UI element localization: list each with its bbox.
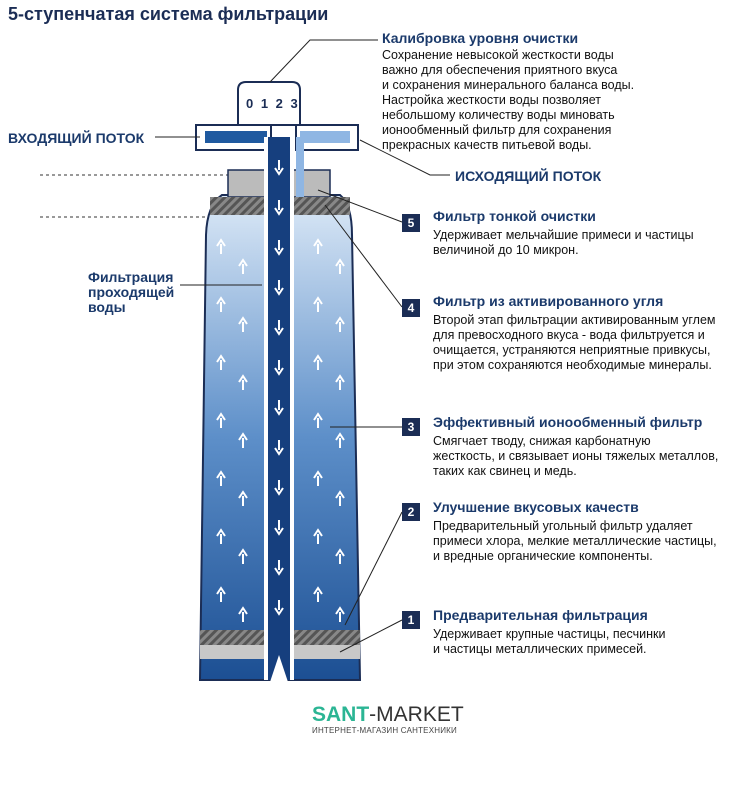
up-arrow-icon: [238, 374, 248, 390]
up-arrow-icon: [216, 412, 226, 428]
up-arrow-icon: [313, 528, 323, 544]
stage-text: Удерживает мельчайшие примеси и частицы …: [433, 228, 694, 257]
logo-brand-b: -MARKET: [369, 703, 464, 726]
up-arrow-icon: [335, 490, 345, 506]
up-arrow-icon: [313, 238, 323, 254]
up-arrow-icon: [216, 470, 226, 486]
up-arrow-icon: [238, 548, 248, 564]
page-title: 5-ступенчатая система фильтрации: [8, 4, 329, 24]
up-arrow-icon: [313, 470, 323, 486]
stage-text: Удерживает крупные частицы, песчинки и ч…: [433, 627, 666, 656]
up-arrow-icon: [335, 432, 345, 448]
up-arrow-icon: [216, 238, 226, 254]
up-arrow-icon: [216, 586, 226, 602]
up-arrow-icon: [238, 316, 248, 332]
up-arrow-icon: [335, 548, 345, 564]
down-arrow-icon: [274, 440, 284, 456]
up-arrow-icon: [216, 528, 226, 544]
up-arrow-icon: [335, 374, 345, 390]
logo-brand-a: SANT: [312, 703, 370, 726]
side-label: Фильтрация проходящей воды: [88, 269, 175, 315]
down-arrow-icon: [274, 280, 284, 296]
calibration-dial: 0 1 2 3: [246, 96, 300, 111]
down-arrow-icon: [274, 200, 284, 216]
stage-badge: 4: [402, 299, 420, 317]
down-arrow-icon: [274, 400, 284, 416]
down-arrow-icon: [274, 360, 284, 376]
stage-heading: Предварительная фильтрация: [433, 607, 648, 623]
stage-text: Предварительный угольный фильтр удаляет …: [433, 519, 717, 563]
up-arrow-icon: [335, 316, 345, 332]
down-arrow-icon: [274, 520, 284, 536]
up-arrow-icon: [313, 354, 323, 370]
down-arrow-icon: [274, 560, 284, 576]
stage-badge: 1: [402, 611, 420, 629]
inflow-label: ВХОДЯЩИЙ ПОТОК: [8, 130, 145, 146]
up-arrow-icon: [335, 606, 345, 622]
stage-heading: Эффективный ионообменный фильтр: [433, 414, 703, 430]
up-arrow-icon: [238, 490, 248, 506]
up-arrow-icon: [313, 586, 323, 602]
up-arrow-icon: [238, 432, 248, 448]
down-arrow-icon: [274, 600, 284, 616]
stage-text: Смягчает тводу, снижая карбонатную жестк…: [433, 434, 719, 478]
down-arrow-icon: [274, 160, 284, 176]
up-arrow-icon: [313, 412, 323, 428]
calibration-heading: Калибровка уровня очистки: [382, 30, 579, 46]
stage-badge: 3: [402, 418, 420, 436]
up-arrow-icon: [216, 354, 226, 370]
up-arrow-icon: [335, 258, 345, 274]
stage-heading: Фильтр из активированного угля: [433, 293, 664, 309]
up-arrow-icon: [238, 606, 248, 622]
stage-heading: Фильтр тонкой очистки: [433, 208, 596, 224]
logo-tagline: ИНТЕРНЕТ-МАГАЗИН САНТЕХНИКИ: [312, 726, 457, 735]
down-arrow-icon: [274, 480, 284, 496]
stage-badge: 5: [402, 214, 420, 232]
up-arrow-icon: [216, 296, 226, 312]
outflow-label: ИСХОДЯЩИЙ ПОТОК: [455, 168, 602, 184]
stage-heading: Улучшение вкусовых качеств: [433, 499, 639, 515]
logo: SANT-MARKET: [312, 703, 464, 727]
up-arrow-icon: [313, 296, 323, 312]
down-arrow-icon: [274, 320, 284, 336]
stage-text: Второй этап фильтрации активированным уг…: [433, 313, 716, 372]
down-arrow-icon: [274, 240, 284, 256]
up-arrow-icon: [238, 258, 248, 274]
calibration-text: Сохранение невысокой жесткости воды важн…: [382, 48, 635, 152]
stage-badge: 2: [402, 503, 420, 521]
